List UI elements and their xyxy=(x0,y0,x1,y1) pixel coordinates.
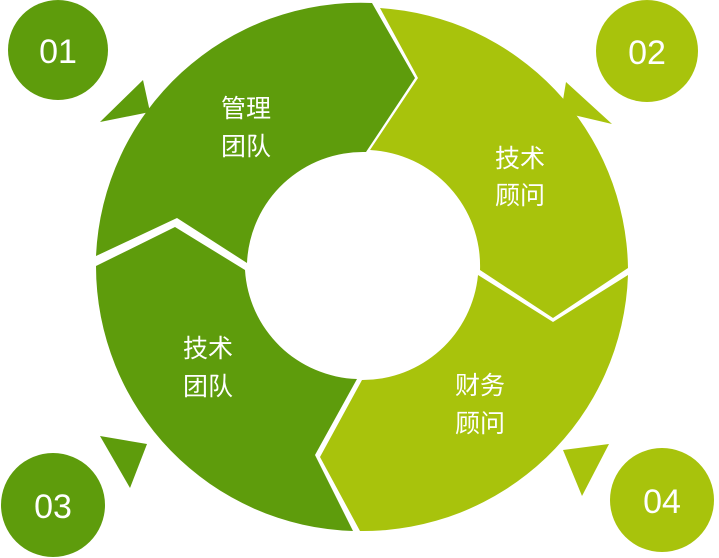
badge-01-number: 01 xyxy=(39,33,77,71)
badge-04: 04 xyxy=(610,448,714,552)
pointer-03-arrow xyxy=(100,436,147,488)
pointer-02-arrow xyxy=(561,82,612,124)
segment-financial-consultant xyxy=(320,275,628,532)
segment-1-label-line1: 管理 xyxy=(221,94,271,123)
badge-02: 02 xyxy=(596,0,698,102)
segment-2-label-line1: 技术 xyxy=(495,144,545,173)
badge-03: 03 xyxy=(1,453,105,557)
badge-02-circle xyxy=(596,0,698,102)
badge-04-number: 04 xyxy=(643,483,681,521)
badge-03-circle xyxy=(1,453,105,557)
badge-02-number: 02 xyxy=(628,34,666,72)
segment-management-team xyxy=(96,2,415,263)
segment-3-label-line2: 团队 xyxy=(183,372,233,401)
segment-4-label-line2: 顾问 xyxy=(455,409,505,438)
segment-technical-team xyxy=(95,227,358,531)
segment-4-label-line1: 财务 xyxy=(455,371,505,400)
segment-2-label-line2: 顾问 xyxy=(495,181,545,210)
segment-technical-consultant xyxy=(370,8,628,318)
badge-01-circle xyxy=(8,0,108,100)
badge-01: 01 xyxy=(8,0,108,100)
badge-03-number: 03 xyxy=(34,488,72,526)
segment-3-label-line1: 技术 xyxy=(183,334,233,363)
segment-1-label-line2: 团队 xyxy=(221,132,271,161)
pointer-01-arrow xyxy=(100,80,150,122)
pointer-04-arrow xyxy=(563,444,609,496)
badge-04-circle xyxy=(610,448,714,552)
